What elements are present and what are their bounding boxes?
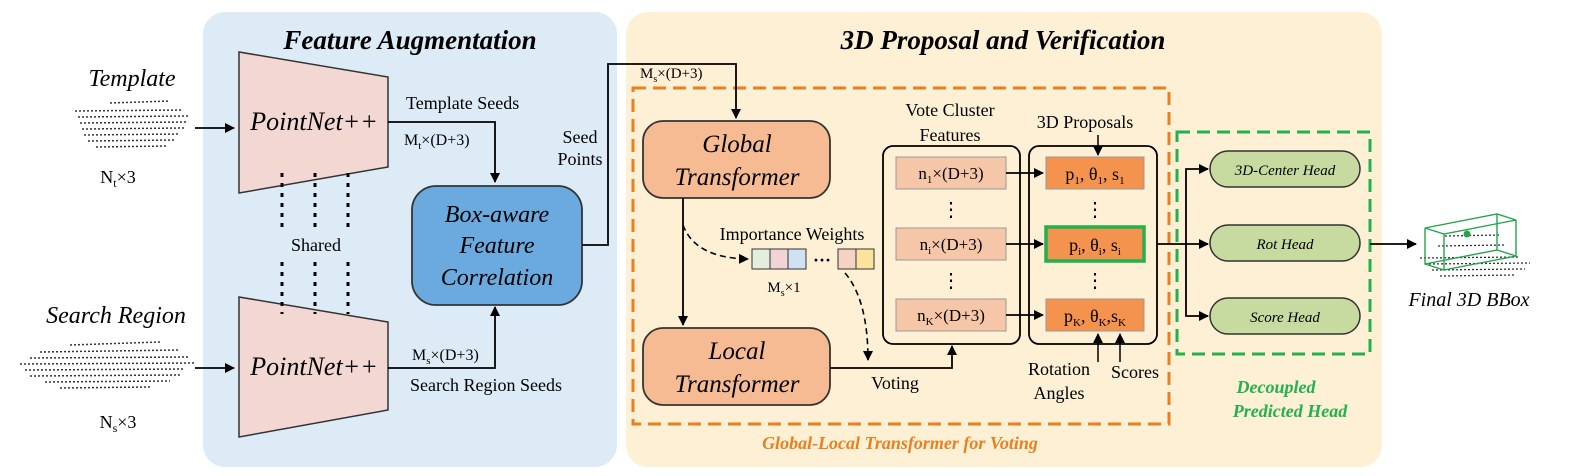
rotation-label-1: Rotation bbox=[1028, 359, 1090, 379]
cluster-items: n1×(D+3) ni×(D+3) nK×(D+3) bbox=[895, 156, 1007, 332]
voting-label: Voting bbox=[871, 373, 919, 393]
rot-head-label: Rot Head bbox=[1255, 237, 1314, 253]
seed-points-arrow bbox=[582, 63, 741, 246]
search-seeds-arrow bbox=[388, 306, 500, 369]
pointnet-top bbox=[238, 51, 389, 194]
rot-head bbox=[1209, 224, 1361, 262]
search-region-label: Search Region bbox=[46, 303, 186, 329]
correlation-line1: Box-aware bbox=[445, 202, 550, 228]
search-seeds-label: Search Region Seeds bbox=[410, 375, 562, 395]
center-head bbox=[1209, 150, 1361, 188]
importance-to-local-arrow bbox=[844, 272, 873, 361]
decoupled-label-2: Predicted Head bbox=[1232, 401, 1348, 421]
decoupled-head-region bbox=[1175, 130, 1372, 356]
template-label: Template bbox=[88, 66, 175, 92]
seed-points-label-1: Seed bbox=[563, 127, 598, 147]
cluster-ellipsis-1: ⋮ bbox=[941, 199, 961, 221]
final-bbox-label: Final 3D BBox bbox=[1407, 289, 1529, 311]
importance-ellipsis: ··· bbox=[813, 250, 831, 270]
head-branch-top bbox=[1185, 164, 1209, 244]
cluster-container bbox=[882, 145, 1021, 345]
scores-label: Scores bbox=[1111, 362, 1159, 382]
local-transformer-line2: Transformer bbox=[674, 371, 799, 398]
search-dim: Ns×3 bbox=[100, 412, 137, 435]
local-transformer-line1: Local bbox=[708, 338, 766, 365]
seed-points-label-2: Points bbox=[557, 149, 602, 169]
decoupled-label-1: Decoupled bbox=[1236, 377, 1317, 397]
shared-label: Shared bbox=[291, 235, 341, 255]
shared-links bbox=[280, 173, 350, 314]
head-branch-bottom bbox=[1185, 244, 1209, 321]
cluster-ellipsis-2: ⋮ bbox=[941, 270, 961, 292]
proposal-verification-title: 3D Proposal and Verification bbox=[840, 25, 1166, 55]
proposal-container bbox=[1028, 145, 1158, 345]
global-transformer-line2: Transformer bbox=[674, 164, 799, 191]
global-transformer bbox=[642, 120, 831, 199]
voting-arrow bbox=[830, 345, 957, 369]
cluster-header-2: Features bbox=[920, 125, 981, 145]
feature-augmentation-title: Feature Augmentation bbox=[282, 25, 536, 55]
importance-dashed-arrow bbox=[682, 224, 749, 264]
final-bbox-icon bbox=[1419, 213, 1531, 277]
correlation-line2: Feature bbox=[458, 233, 534, 259]
importance-vector bbox=[751, 248, 875, 270]
search-seeds-dim: Ms×(D+3) bbox=[412, 347, 479, 367]
svg-text:nK×(D+3): nK×(D+3) bbox=[917, 306, 985, 328]
global-local-region bbox=[631, 86, 1171, 426]
global-local-label: Global-Local Transformer for Voting bbox=[762, 433, 1038, 453]
search-pointcloud bbox=[19, 341, 196, 389]
correlation-line3: Correlation bbox=[441, 265, 553, 291]
local-transformer bbox=[642, 327, 831, 406]
pointnet-bottom bbox=[238, 296, 389, 438]
svg-text:pi, θi, si: pi, θi, si bbox=[1069, 235, 1121, 258]
svg-text:n1×(D+3): n1×(D+3) bbox=[918, 164, 983, 186]
cluster-header-1: Vote Cluster bbox=[905, 100, 994, 120]
importance-label: Importance Weights bbox=[720, 224, 865, 244]
template-dim: Nt×3 bbox=[100, 167, 136, 190]
template-seeds-arrow bbox=[388, 121, 500, 183]
template-seeds-dim: Mt×(D+3) bbox=[404, 132, 470, 152]
importance-dim: Ms×1 bbox=[767, 280, 800, 299]
proposal-items: p1, θ1, s1 pi, θi, si pK, θK,sK bbox=[1044, 156, 1146, 332]
global-transformer-line1: Global bbox=[702, 131, 772, 158]
score-head bbox=[1209, 297, 1361, 335]
svg-text:ni×(D+3): ni×(D+3) bbox=[920, 235, 983, 257]
svg-text:p1, θ1, s1: p1, θ1, s1 bbox=[1065, 164, 1124, 187]
proposal-ellipsis-2: ⋮ bbox=[1085, 270, 1105, 292]
rotation-label-2: Angles bbox=[1034, 383, 1085, 403]
template-seeds-label: Template Seeds bbox=[406, 93, 519, 113]
score-head-label: Score Head bbox=[1250, 310, 1320, 326]
pointnet-bottom-label: PointNet++ bbox=[249, 352, 378, 381]
pointnet-top-label: PointNet++ bbox=[249, 107, 378, 136]
proposal-ellipsis-1: ⋮ bbox=[1085, 199, 1105, 221]
proposals-header: 3D Proposals bbox=[1037, 112, 1134, 132]
template-pointcloud bbox=[74, 100, 189, 148]
center-head-label: 3D-Center Head bbox=[1234, 163, 1336, 179]
